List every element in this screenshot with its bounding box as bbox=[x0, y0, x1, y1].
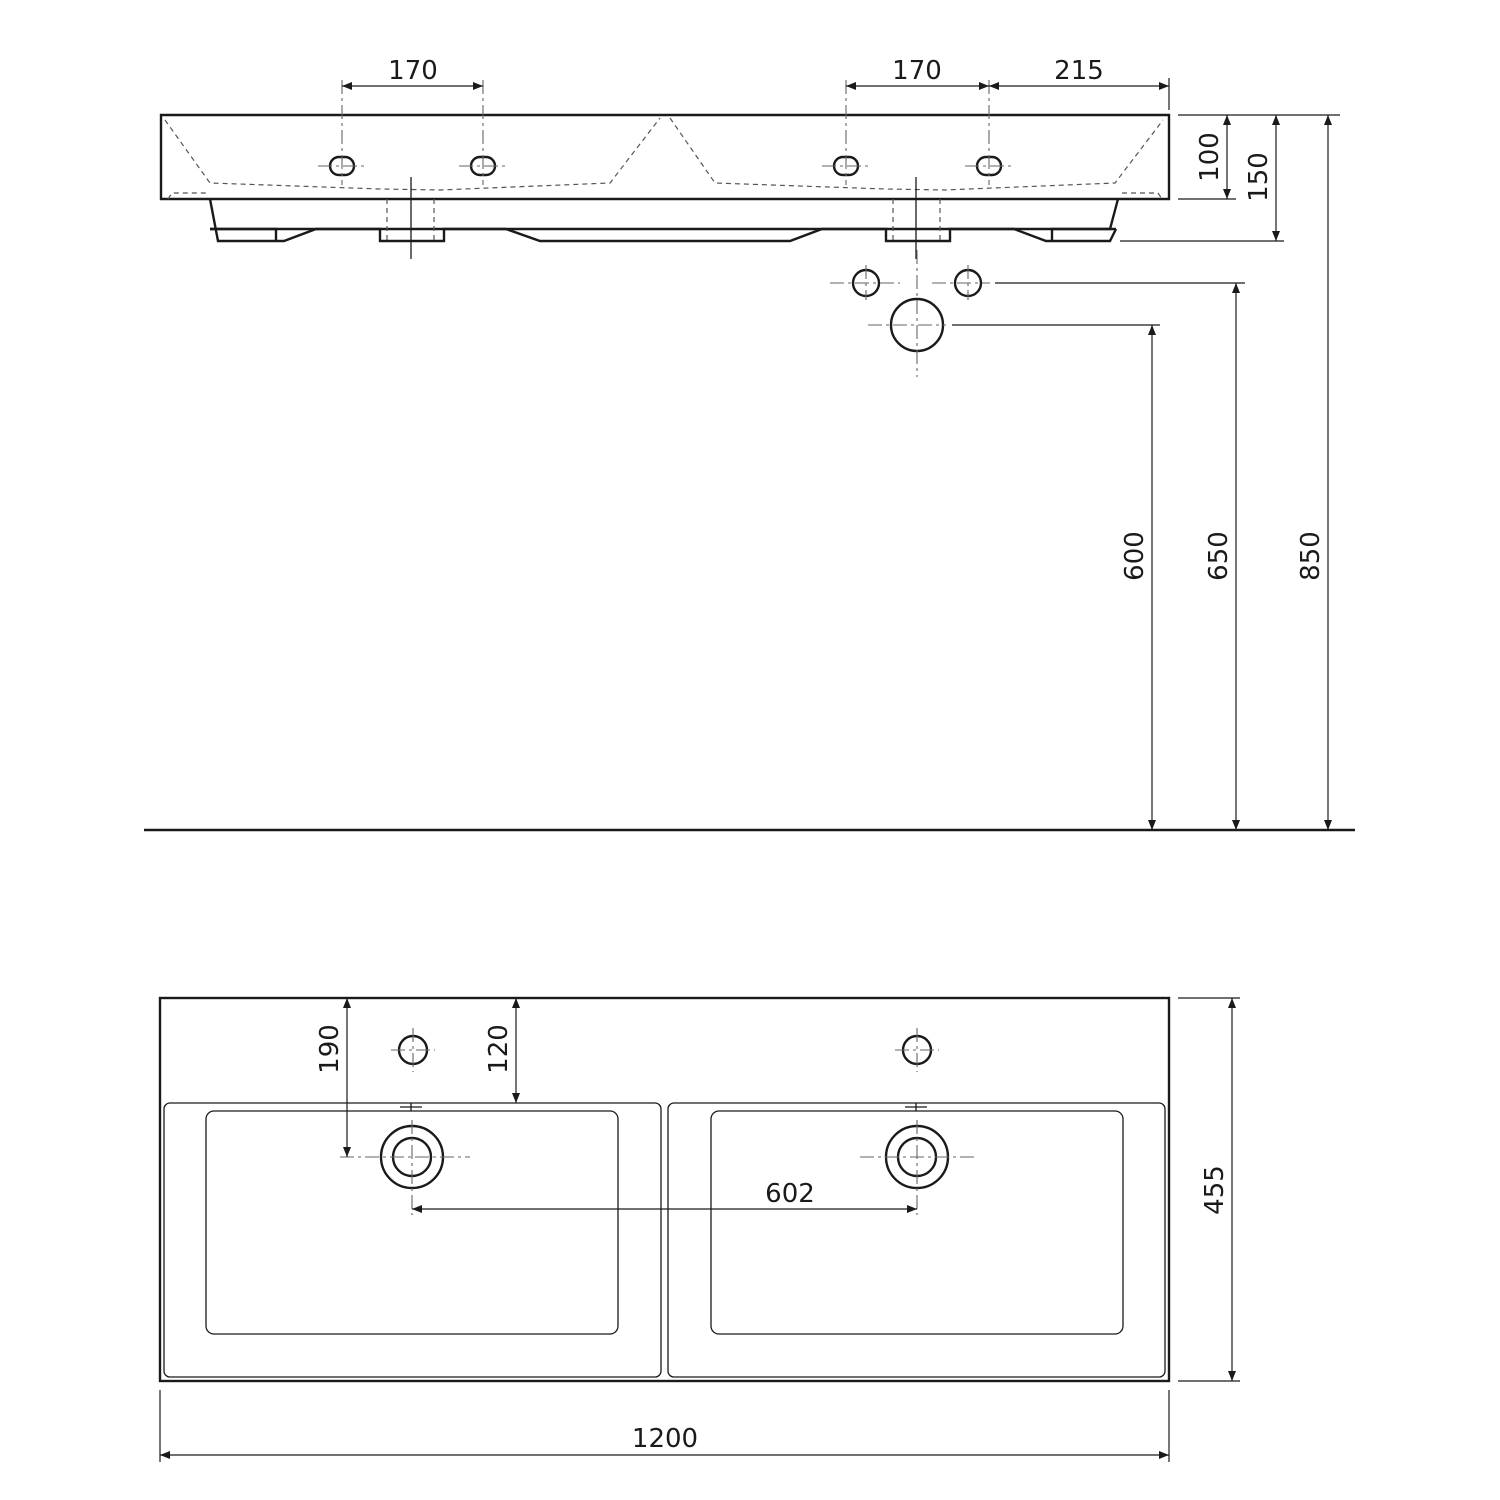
tap-holes bbox=[318, 80, 1013, 185]
dim-label: 602 bbox=[765, 1179, 815, 1209]
basin-body-outline bbox=[159, 113, 1171, 201]
front-dimensions: 170 170 215 100 150 600 650 850 bbox=[342, 56, 1340, 830]
hidden-waste-left bbox=[167, 192, 435, 241]
basin-underside bbox=[208, 198, 1120, 243]
dim-label: 170 bbox=[892, 56, 942, 86]
dim-label: 190 bbox=[315, 1024, 345, 1074]
dim-label: 650 bbox=[1204, 531, 1234, 581]
front-view: 170 170 215 100 150 600 650 850 bbox=[144, 56, 1355, 832]
wall-connections bbox=[830, 250, 990, 377]
top-view: 190 120 602 455 1200 bbox=[158, 996, 1240, 1462]
dim-label: 600 bbox=[1120, 531, 1150, 581]
hidden-bowl-left bbox=[164, 117, 661, 191]
hidden-waste-right bbox=[892, 192, 1163, 241]
hidden-bowl-right bbox=[669, 117, 1164, 191]
dim-label: 455 bbox=[1200, 1165, 1230, 1215]
bowl-right bbox=[710, 1110, 1124, 1335]
dim-label: 150 bbox=[1244, 152, 1274, 202]
bowl-rim-left bbox=[163, 1102, 662, 1378]
dim-label: 215 bbox=[1054, 56, 1104, 86]
dim-label: 170 bbox=[388, 56, 438, 86]
basin-outline bbox=[158, 996, 1171, 1383]
dim-label: 1200 bbox=[632, 1424, 698, 1454]
dim-label: 850 bbox=[1296, 531, 1326, 581]
bowl-rim-right bbox=[667, 1102, 1166, 1378]
top-dimensions: 190 120 602 455 1200 bbox=[159, 997, 1240, 1462]
dim-label: 120 bbox=[484, 1024, 514, 1074]
bowl-left bbox=[205, 1110, 619, 1335]
dim-label: 100 bbox=[1195, 132, 1225, 182]
overflow-marks bbox=[400, 1103, 927, 1111]
